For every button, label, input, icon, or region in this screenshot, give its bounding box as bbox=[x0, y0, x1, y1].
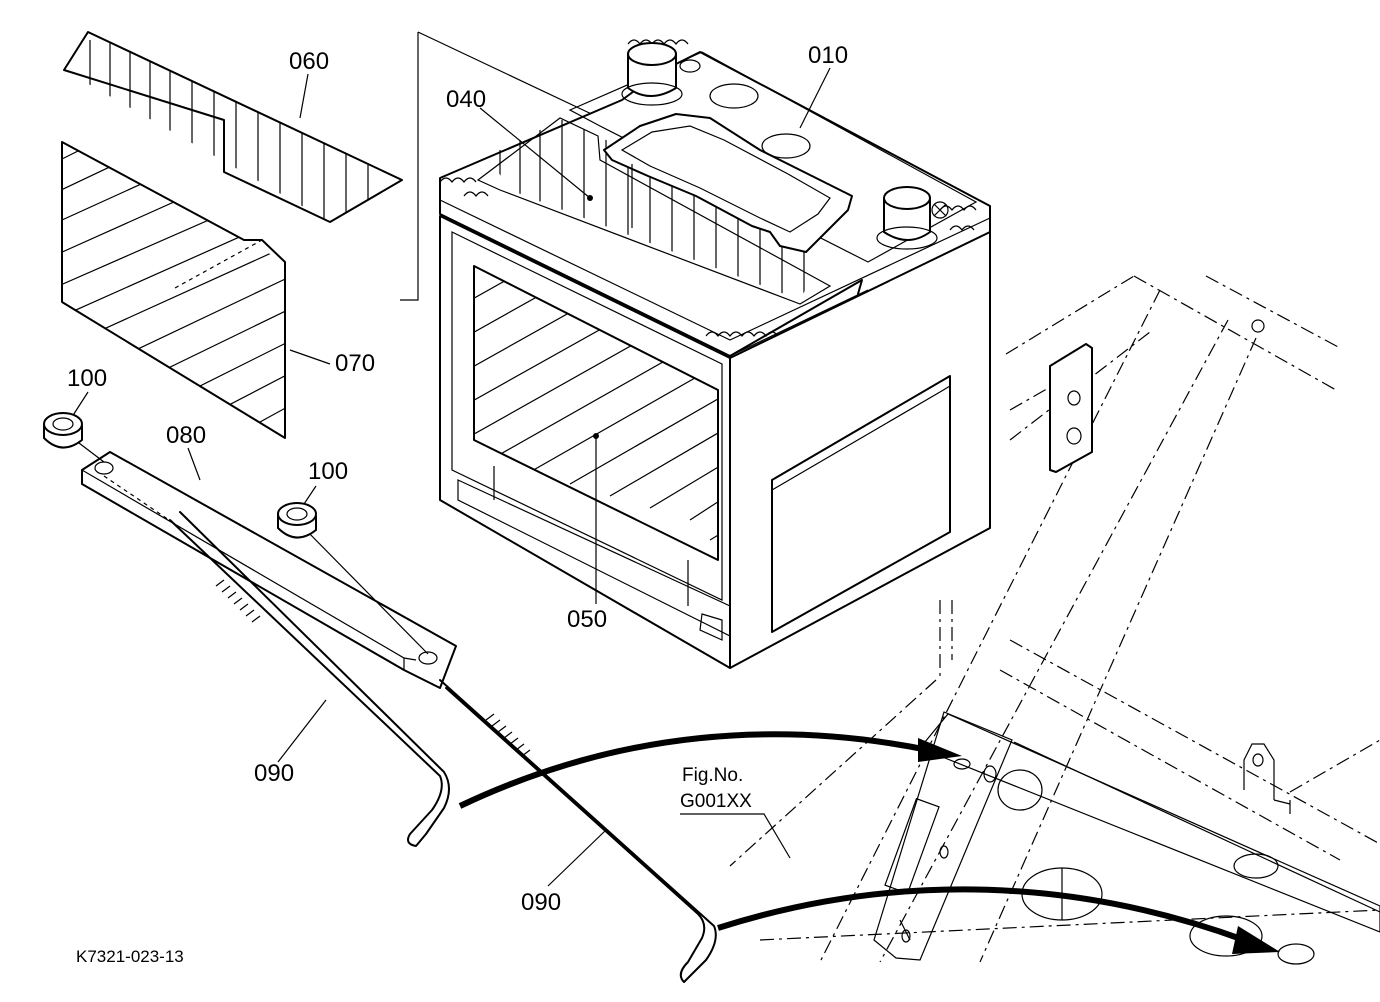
callout-080: 080 bbox=[166, 422, 207, 449]
rods-090 bbox=[169, 511, 717, 983]
nuts-100 bbox=[43, 412, 317, 539]
callout-090-right: 090 bbox=[521, 889, 562, 916]
figure-ref-line2: G001XX bbox=[680, 791, 752, 812]
hold-down-080 bbox=[45, 417, 457, 689]
callout-010: 010 bbox=[808, 42, 849, 69]
callout-040: 040 bbox=[446, 86, 487, 113]
battery-frame bbox=[729, 275, 1380, 965]
callout-100-right: 100 bbox=[308, 458, 349, 485]
drawing-id: K7321-023-13 bbox=[76, 947, 184, 966]
battery-010 bbox=[439, 39, 991, 669]
figure-ref-line1: Fig.No. bbox=[682, 765, 744, 786]
assembly-arrows bbox=[458, 731, 1280, 954]
terminal-posts bbox=[621, 42, 949, 250]
decal-060 bbox=[63, 31, 403, 223]
callout-090-left: 090 bbox=[254, 760, 295, 787]
callout-070: 070 bbox=[335, 350, 376, 377]
callout-100-left: 100 bbox=[67, 365, 108, 392]
callout-060: 060 bbox=[289, 48, 330, 75]
callout-050: 050 bbox=[567, 606, 608, 633]
